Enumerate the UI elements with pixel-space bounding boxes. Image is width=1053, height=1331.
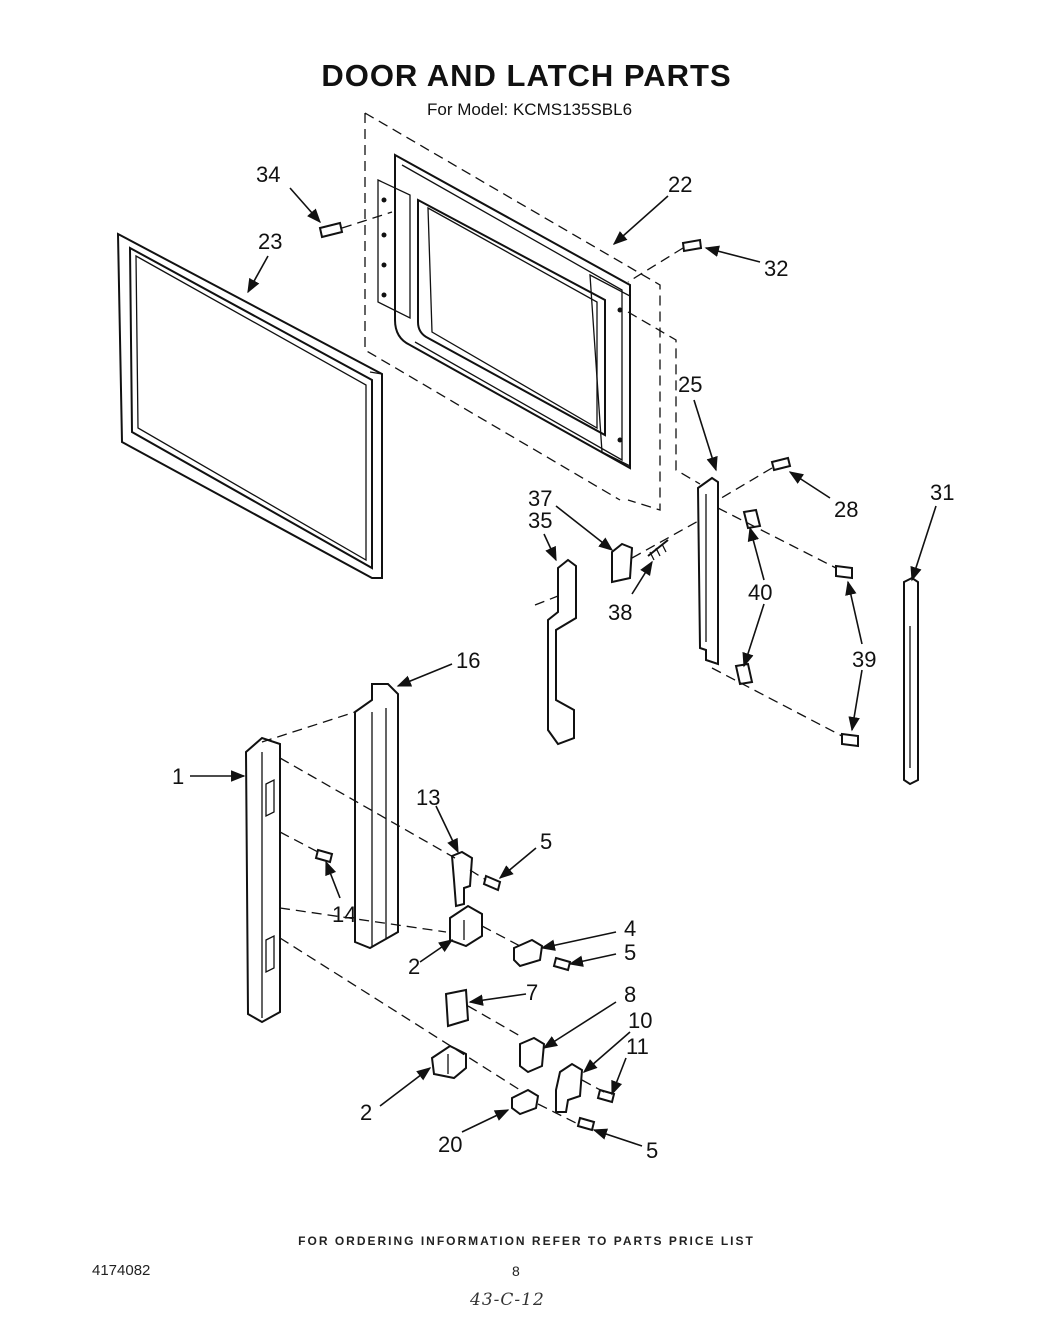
screw-part-5-upper xyxy=(482,874,502,892)
bracket-part-13 xyxy=(450,850,487,908)
leader-lines xyxy=(190,187,937,1147)
callout-22: 22 xyxy=(668,172,692,197)
callout-37: 37 xyxy=(528,486,552,511)
callout-39: 39 xyxy=(852,647,876,672)
latch-block-part-2-lower xyxy=(430,1044,467,1080)
screw-part-39-upper xyxy=(835,564,853,580)
model-subtitle: For Model: KCMS135SBL6 xyxy=(427,100,633,119)
channel-part-16 xyxy=(354,683,399,950)
side-panel-part-1 xyxy=(244,711,521,1091)
latch-block-part-2-upper xyxy=(449,904,521,948)
handwritten-note: 43-C-12 xyxy=(470,1290,545,1310)
ordering-note: FOR ORDERING INFORMATION REFER TO PARTS … xyxy=(298,1234,755,1248)
latch-part-37 xyxy=(611,542,634,584)
callout-32: 32 xyxy=(764,256,788,281)
callout-16: 16 xyxy=(456,648,480,673)
screw-part-39-lower xyxy=(841,732,859,748)
callout-23: 23 xyxy=(258,229,282,254)
callout-31: 31 xyxy=(930,480,954,505)
callout-38: 38 xyxy=(608,600,632,625)
latch-arm-part-35 xyxy=(534,558,577,746)
switch-part-4 xyxy=(513,938,544,968)
spring-part-40-upper xyxy=(717,507,837,569)
callout-25: 25 xyxy=(678,372,702,397)
callout-28: 28 xyxy=(834,497,858,522)
screw-part-5-middle xyxy=(552,956,572,972)
callout-20: 20 xyxy=(438,1132,462,1157)
bracket-part-10 xyxy=(555,1062,605,1113)
callout-1: 1 xyxy=(172,764,184,789)
page-number: 8 xyxy=(512,1263,520,1279)
screw-part-5-lower xyxy=(576,1116,596,1132)
spring-part-40-lower xyxy=(711,662,843,737)
door-panel-part-22 xyxy=(364,112,661,511)
page-title: DOOR AND LATCH PARTS xyxy=(321,58,732,93)
callout-2-lower: 2 xyxy=(360,1100,372,1125)
screw-part-32 xyxy=(627,238,703,283)
screw-part-11 xyxy=(596,1088,616,1104)
plate-part-7 xyxy=(444,988,521,1037)
switch-part-20 xyxy=(511,1088,579,1125)
callout-11: 11 xyxy=(626,1034,649,1059)
callout-4: 4 xyxy=(624,916,636,941)
callout-8: 8 xyxy=(624,982,636,1007)
latch-bracket-part-25 xyxy=(627,311,719,666)
callout-40: 40 xyxy=(748,580,772,605)
callout-35: 35 xyxy=(528,508,552,533)
callout-13: 13 xyxy=(416,785,440,810)
screw-part-14 xyxy=(314,848,334,864)
door-trim-part-23 xyxy=(116,232,383,579)
callout-labels: 34 23 22 32 25 28 31 37 35 38 40 39 16 1… xyxy=(172,162,954,1163)
callout-10: 10 xyxy=(628,1008,652,1033)
callout-2-upper: 2 xyxy=(408,954,420,979)
callout-14: 14 xyxy=(332,902,356,927)
callout-5-upper: 5 xyxy=(540,829,552,854)
screw-part-28 xyxy=(717,456,792,501)
screw-part-34 xyxy=(318,211,393,239)
callout-7: 7 xyxy=(526,980,538,1005)
switch-part-8 xyxy=(519,1036,546,1074)
strip-part-31 xyxy=(903,576,919,786)
callout-34: 34 xyxy=(256,162,280,187)
callout-5-middle: 5 xyxy=(624,940,636,965)
spring-part-38 xyxy=(631,519,701,561)
callout-5-lower: 5 xyxy=(646,1138,658,1163)
document-number: 4174082 xyxy=(92,1262,151,1279)
